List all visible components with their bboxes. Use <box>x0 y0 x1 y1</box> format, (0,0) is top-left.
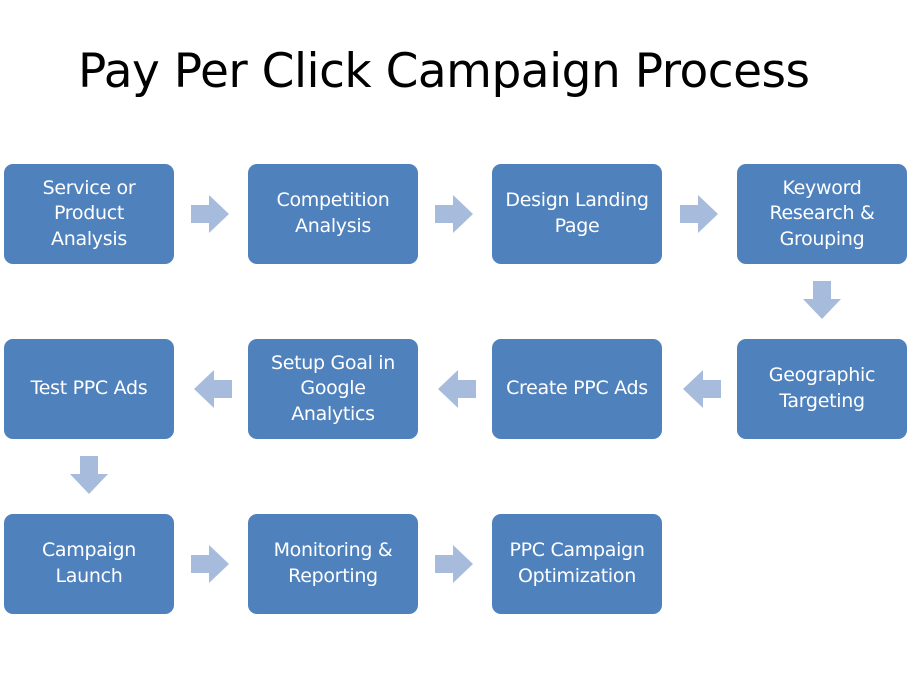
step-design-landing-page: Design Landing Page <box>492 164 662 264</box>
step-service-product-analysis: Service or Product Analysis <box>4 164 174 264</box>
right-arrow-icon <box>435 195 473 233</box>
step-competition-analysis: Competition Analysis <box>248 164 418 264</box>
down-arrow-icon <box>70 456 108 494</box>
step-campaign-launch: Campaign Launch <box>4 514 174 614</box>
step-setup-goal-google-analytics: Setup Goal in Google Analytics <box>248 339 418 439</box>
step-monitoring-reporting: Monitoring & Reporting <box>248 514 418 614</box>
left-arrow-icon <box>194 370 232 408</box>
left-arrow-icon <box>438 370 476 408</box>
right-arrow-icon <box>680 195 718 233</box>
diagram-title: Pay Per Click Campaign Process <box>78 44 810 99</box>
step-create-ppc-ads: Create PPC Ads <box>492 339 662 439</box>
right-arrow-icon <box>435 545 473 583</box>
left-arrow-icon <box>683 370 721 408</box>
step-keyword-research-grouping: Keyword Research & Grouping <box>737 164 907 264</box>
down-arrow-icon <box>803 281 841 319</box>
step-geographic-targeting: Geographic Targeting <box>737 339 907 439</box>
step-ppc-campaign-optimization: PPC Campaign Optimization <box>492 514 662 614</box>
step-test-ppc-ads: Test PPC Ads <box>4 339 174 439</box>
right-arrow-icon <box>191 545 229 583</box>
right-arrow-icon <box>191 195 229 233</box>
